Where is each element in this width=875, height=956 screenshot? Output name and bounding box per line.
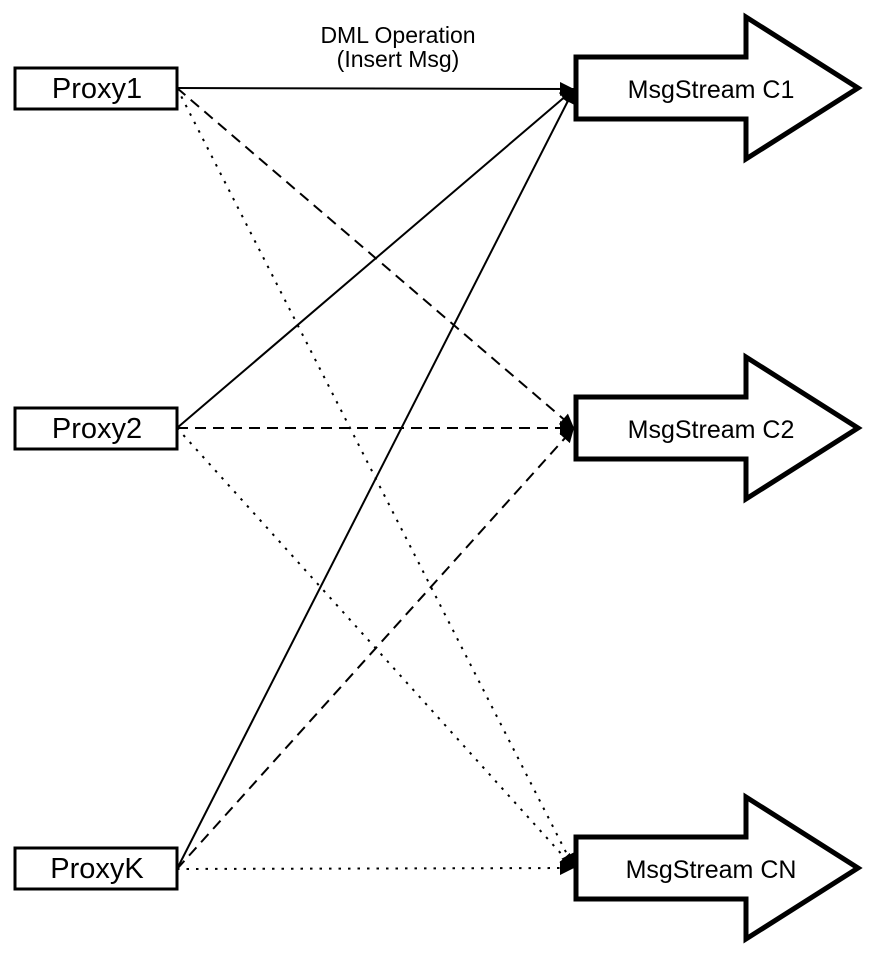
node-proxyk: ProxyK [13, 846, 179, 891]
proxy1-box [13, 66, 179, 111]
edge-proxy2-to-cn [176, 427, 575, 869]
edge-proxy1-to-c2 [176, 87, 575, 429]
proxyk-box [13, 846, 179, 891]
stream-cn-label: MsgStream CN [626, 856, 797, 884]
proxy2-box [13, 406, 179, 451]
node-stream-c2: MsgStream C2 [573, 352, 863, 504]
edge-annotation: DML Operation (Insert Msg) [320, 22, 475, 72]
stream-c2-arrow [573, 352, 863, 504]
stream-cn-arrow [573, 792, 863, 944]
stream-c1-label: MsgStream C1 [628, 76, 795, 104]
node-proxy1: Proxy1 [13, 66, 179, 111]
annotation-line2: (Insert Msg) [337, 46, 460, 72]
edges [176, 81, 575, 876]
edge-proxyk-to-cn [176, 861, 575, 876]
stream-c1-arrow [573, 12, 863, 164]
stream-c2-label: MsgStream C2 [628, 416, 795, 444]
node-proxy2: Proxy2 [13, 406, 179, 451]
node-stream-c1: MsgStream C1 [573, 12, 863, 164]
edge-proxy1-to-cn [176, 87, 575, 869]
edge-proxy1-to-c1 [176, 81, 575, 96]
proxyk-label: ProxyK [50, 853, 144, 885]
annotation-line1: DML Operation [320, 22, 475, 48]
node-stream-cn: MsgStream CN [573, 792, 863, 944]
proxy1-label: Proxy1 [52, 73, 142, 105]
proxy2-label: Proxy2 [52, 413, 142, 445]
